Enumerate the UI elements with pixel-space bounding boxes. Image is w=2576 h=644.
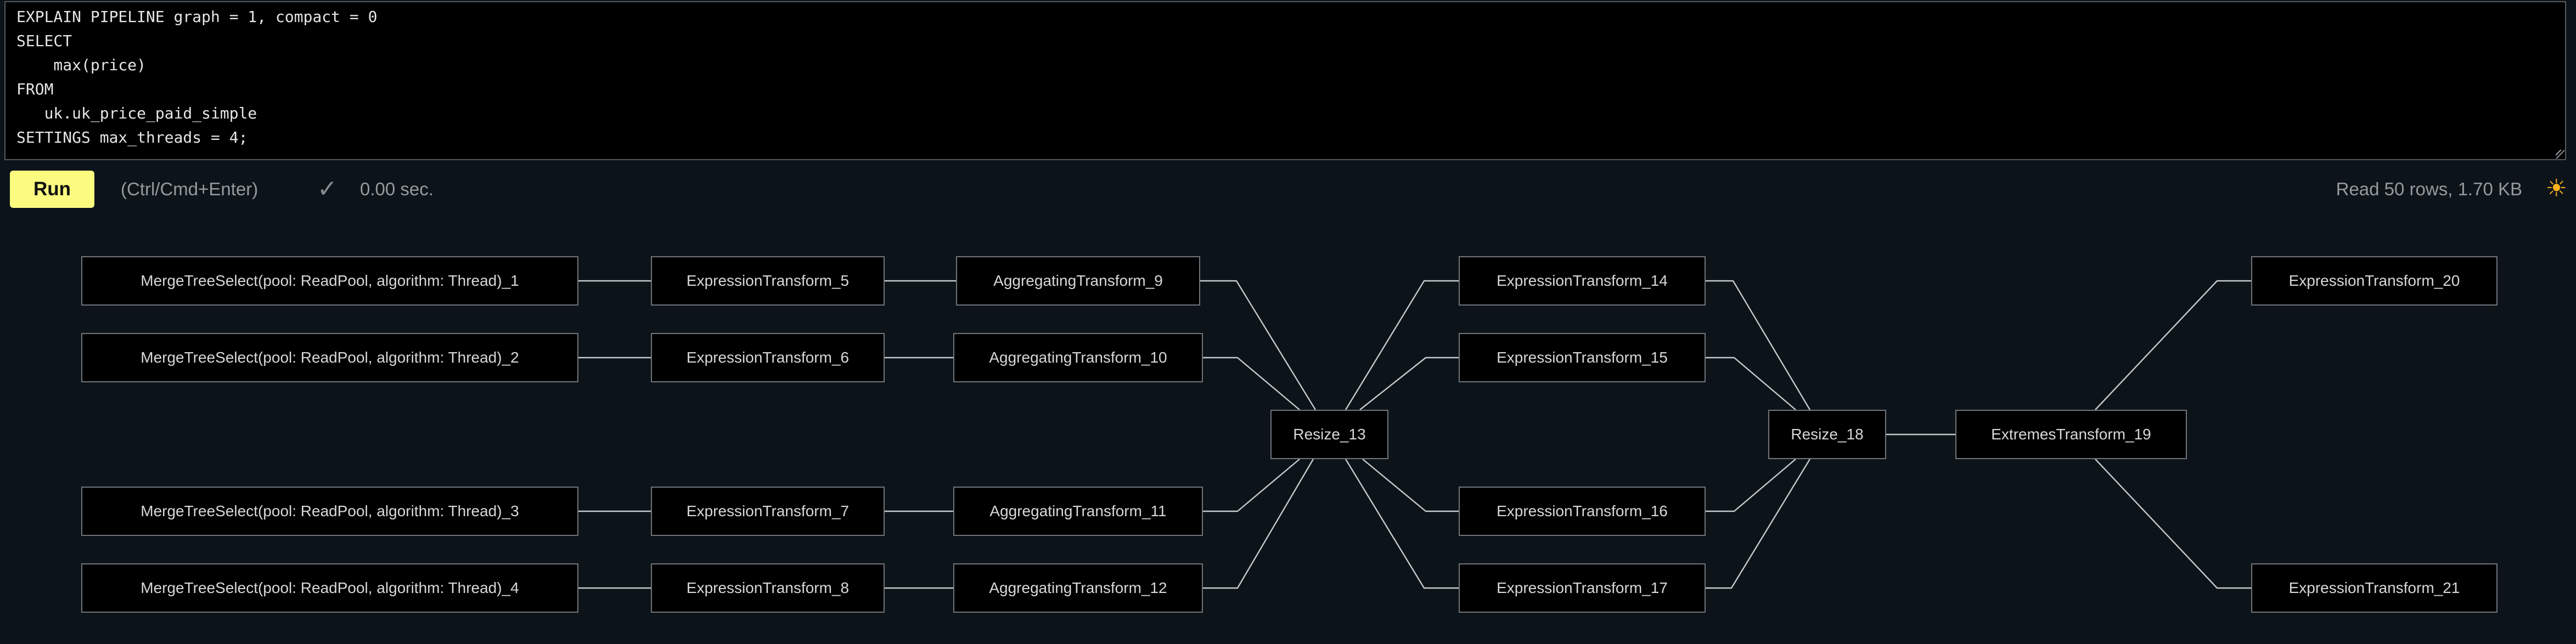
pipeline-edge-ext19-et21: [2095, 459, 2251, 589]
pipeline-node-et21: ExpressionTransform_21: [2251, 563, 2498, 613]
pipeline-edge-at11-r13: [1203, 459, 1300, 512]
pipeline-node-r13: Resize_13: [1270, 410, 1388, 459]
pipeline-node-et17: ExpressionTransform_17: [1459, 563, 1706, 613]
pipeline-edge-r13-et17: [1345, 459, 1459, 589]
pipeline-node-at10: AggregatingTransform_10: [953, 333, 1203, 382]
pipeline-node-et8: ExpressionTransform_8: [651, 563, 885, 613]
pipeline-node-et6: ExpressionTransform_6: [651, 333, 885, 382]
pipeline-node-et14: ExpressionTransform_14: [1459, 256, 1706, 306]
pipeline-edge-ext19-et20: [2095, 280, 2251, 410]
pipeline-edge-at10-r13: [1203, 357, 1300, 410]
pipeline-node-mts2: MergeTreeSelect(pool: ReadPool, algorith…: [81, 333, 578, 382]
pipeline-node-at11: AggregatingTransform_11: [953, 487, 1203, 536]
pipeline-node-et7: ExpressionTransform_7: [651, 487, 885, 536]
pipeline-edge-et16-r18: [1706, 459, 1796, 512]
pipeline-edge-et15-r18: [1706, 357, 1796, 410]
elapsed-time: 0.00 sec.: [360, 179, 434, 199]
success-check-icon: ✓: [317, 176, 338, 202]
read-stats: Read 50 rows, 1.70 KB: [2336, 179, 2522, 199]
pipeline-node-r18: Resize_18: [1768, 410, 1886, 459]
run-button[interactable]: Run: [10, 171, 94, 208]
pipeline-edge-r13-et16: [1362, 459, 1459, 512]
query-editor-container: EXPLAIN PIPELINE graph = 1, compact = 0 …: [4, 1, 2566, 160]
pipeline-node-et5: ExpressionTransform_5: [651, 256, 885, 306]
pipeline-node-mts1: MergeTreeSelect(pool: ReadPool, algorith…: [81, 256, 578, 306]
pipeline-edge-r13-et15: [1359, 357, 1459, 410]
pipeline-edge-et14-r18: [1706, 280, 1811, 410]
toolbar: Run (Ctrl/Cmd+Enter) ✓ 0.00 sec. Read 50…: [0, 171, 2576, 208]
pipeline-node-et16: ExpressionTransform_16: [1459, 487, 1706, 536]
theme-toggle-sun-icon[interactable]: ☀: [2545, 175, 2567, 202]
pipeline-node-at12: AggregatingTransform_12: [953, 563, 1203, 613]
pipeline-edge-r13-et14: [1345, 280, 1459, 410]
pipeline-node-mts3: MergeTreeSelect(pool: ReadPool, algorith…: [81, 487, 578, 536]
pipeline-node-et15: ExpressionTransform_15: [1459, 333, 1706, 382]
pipeline-node-et20: ExpressionTransform_20: [2251, 256, 2498, 306]
pipeline-node-ext19: ExtremesTransform_19: [1955, 410, 2187, 459]
pipeline-edge-at9-r13: [1200, 280, 1317, 410]
pipeline-node-at9: AggregatingTransform_9: [956, 256, 1200, 306]
pipeline-node-mts4: MergeTreeSelect(pool: ReadPool, algorith…: [81, 563, 578, 613]
pipeline-edge-et17-r18: [1706, 459, 1811, 589]
resize-grip-icon[interactable]: [2556, 150, 2564, 159]
shortcut-hint: (Ctrl/Cmd+Enter): [121, 179, 258, 199]
query-editor[interactable]: EXPLAIN PIPELINE graph = 1, compact = 0 …: [4, 1, 2566, 160]
pipeline-edge-at12-r13: [1203, 459, 1314, 589]
